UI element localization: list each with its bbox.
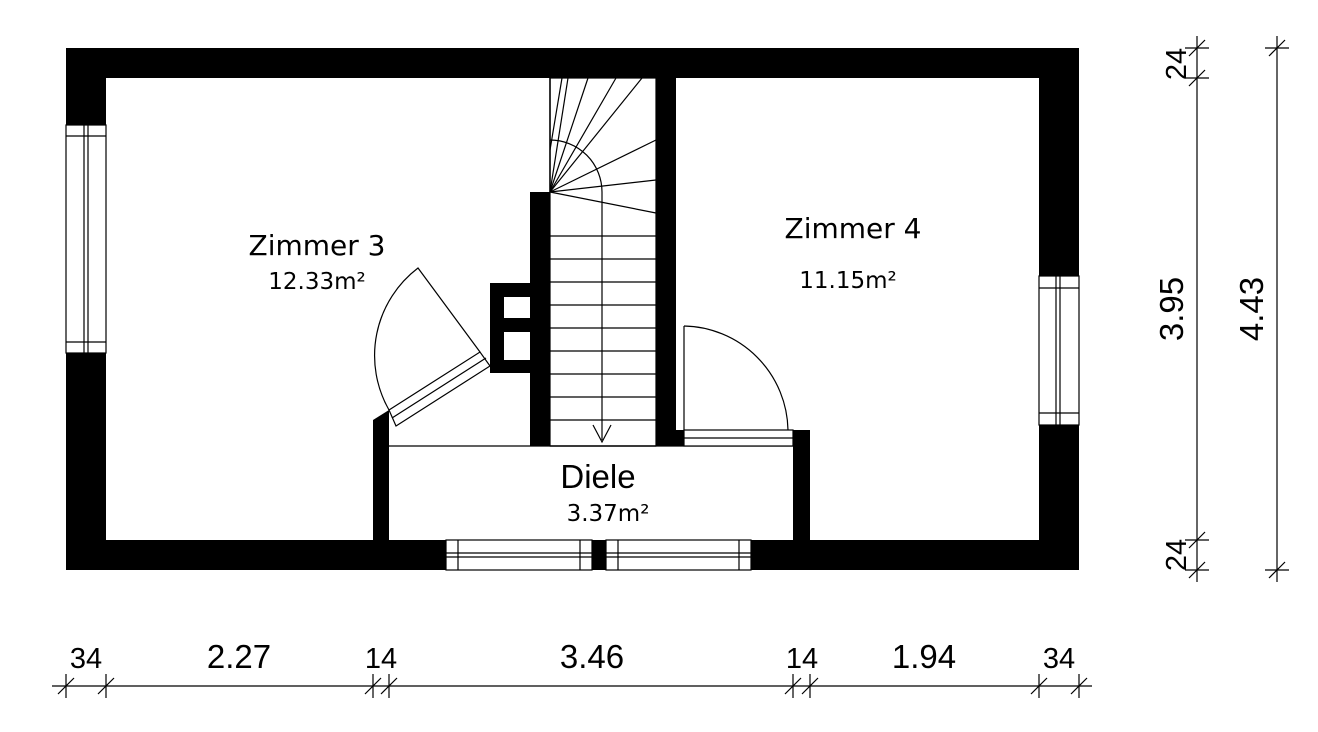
wall-top (66, 48, 1079, 78)
staircase (549, 77, 657, 447)
dim-v-bottom: 24 (1161, 539, 1193, 571)
wall-stair-left (530, 192, 550, 446)
dim-v-middle: 3.95 (1153, 277, 1190, 341)
chimney (490, 283, 532, 373)
room-name-zimmer4: Zimmer 4 (785, 212, 922, 245)
dimension-horizontal: 34 2.27 14 3.46 14 1.94 34 (52, 638, 1092, 698)
dim-v-total: 4.43 (1233, 277, 1270, 341)
room-name-diele: Diele (560, 458, 635, 495)
wall-stair-right (656, 78, 676, 446)
dim-v-top: 24 (1161, 48, 1193, 80)
wall-left-bottom (66, 353, 106, 570)
window-bottom-right (605, 539, 752, 571)
window-bottom-left (445, 539, 593, 571)
wall-bottom-left (66, 540, 446, 570)
dim-h-5: 1.94 (892, 638, 956, 675)
dim-h-2: 14 (365, 643, 397, 675)
wall-hall-right (793, 430, 810, 540)
wall-bottom-right (751, 540, 1079, 570)
dim-h-1: 2.27 (207, 638, 271, 675)
window-left (65, 124, 107, 354)
dim-h-6: 34 (1043, 643, 1075, 675)
room-area-zimmer4: 11.15m² (799, 268, 896, 294)
wall-hall-left (373, 420, 389, 540)
dim-h-0: 34 (70, 643, 102, 675)
outer-walls (66, 48, 1079, 570)
dim-h-3: 3.46 (560, 638, 624, 675)
door-zimmer3 (373, 267, 491, 427)
room-area-zimmer3: 12.33m² (268, 269, 365, 295)
window-right (1038, 275, 1080, 426)
interior-walls (373, 78, 810, 540)
dim-h-4: 14 (786, 643, 818, 675)
room-area-diele: 3.37m² (567, 501, 650, 527)
room-name-zimmer3: Zimmer 3 (249, 229, 386, 262)
dimension-vertical-inner: 24 3.95 24 (1153, 36, 1209, 582)
wall-bottom-mullion (592, 540, 606, 570)
wall-left-top (66, 48, 106, 125)
door-zimmer4 (683, 325, 794, 447)
wall-right-top (1039, 48, 1079, 276)
dimension-vertical-total: 4.43 (1233, 36, 1289, 582)
wall-right-bottom (1039, 425, 1079, 570)
